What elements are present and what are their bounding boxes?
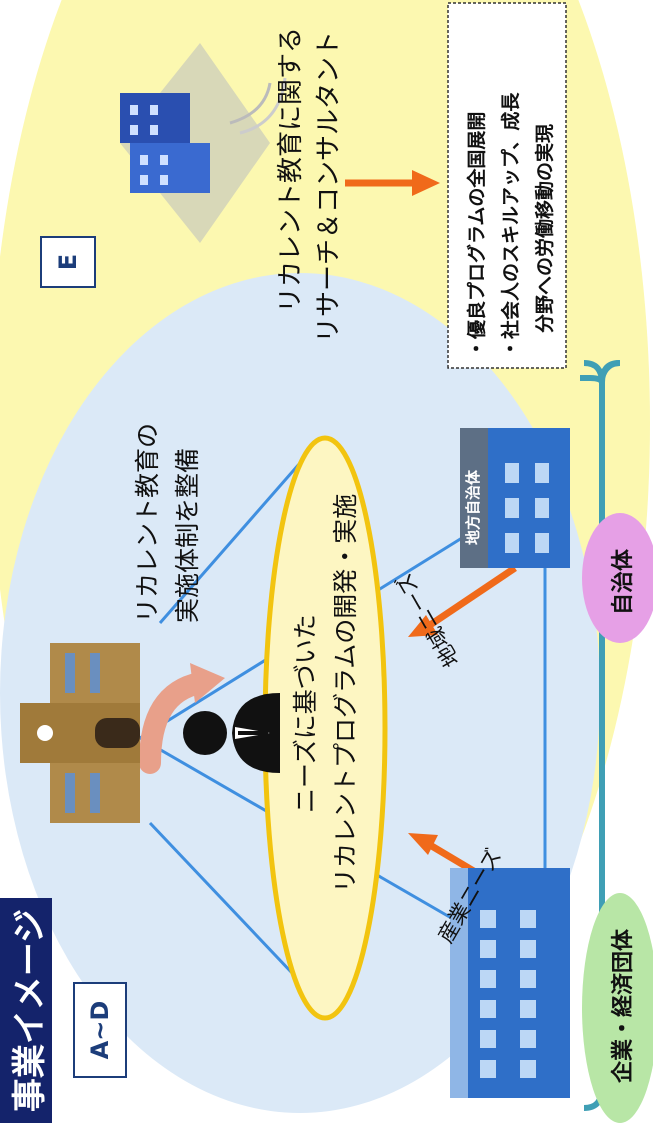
research-text-line2: リサーチ＆コンサルタント — [314, 30, 344, 343]
outcome-line2: ・社会人のスキルアップ、成長 — [500, 92, 522, 358]
outcome-line1: ・優良プログラムの全国展開 — [466, 111, 488, 358]
university-building-icon — [20, 643, 140, 823]
outcome-line3: 分野への労働移動の実現 — [534, 123, 556, 333]
title-banner: 事業イメージ — [0, 898, 52, 1123]
consulting-building-icon — [120, 43, 287, 243]
center-text-line2: リカレントプログラムの開発・実施 — [331, 493, 360, 893]
badge-e: E — [40, 236, 96, 288]
outcomes-box — [447, 2, 567, 369]
company-label-oval — [582, 893, 653, 1123]
badge-e-label: E — [54, 253, 82, 271]
municipality-label: 自治体 — [611, 548, 636, 615]
company-label: 企業・経済団体 — [611, 928, 636, 1083]
businessman-icon — [183, 693, 280, 773]
university-arrow-head — [190, 663, 225, 703]
arrow-to-outcomes — [345, 170, 440, 196]
center-text-line1: ニーズに基づいた — [291, 614, 320, 813]
office-building-icon — [450, 868, 570, 1098]
scope-brace-point — [580, 360, 621, 384]
municipality-sign: 地方自治体 — [464, 469, 482, 545]
page-title: 事業イメージ — [9, 908, 50, 1113]
municipality-building-icon — [460, 428, 570, 568]
university-curved-arrow — [139, 672, 211, 774]
municipality-label-oval — [582, 513, 653, 643]
badge-ad: A~D — [73, 982, 127, 1078]
university-caption-line1: リカレント教育の — [133, 422, 162, 623]
research-text-line1: リカレント教育に関する — [276, 26, 306, 313]
badge-ad-label: A~D — [86, 1000, 114, 1060]
arrow-regional-needs — [408, 565, 517, 637]
university-caption-line2: 実施体制を整備 — [173, 447, 202, 623]
center-ellipse — [262, 435, 388, 1021]
